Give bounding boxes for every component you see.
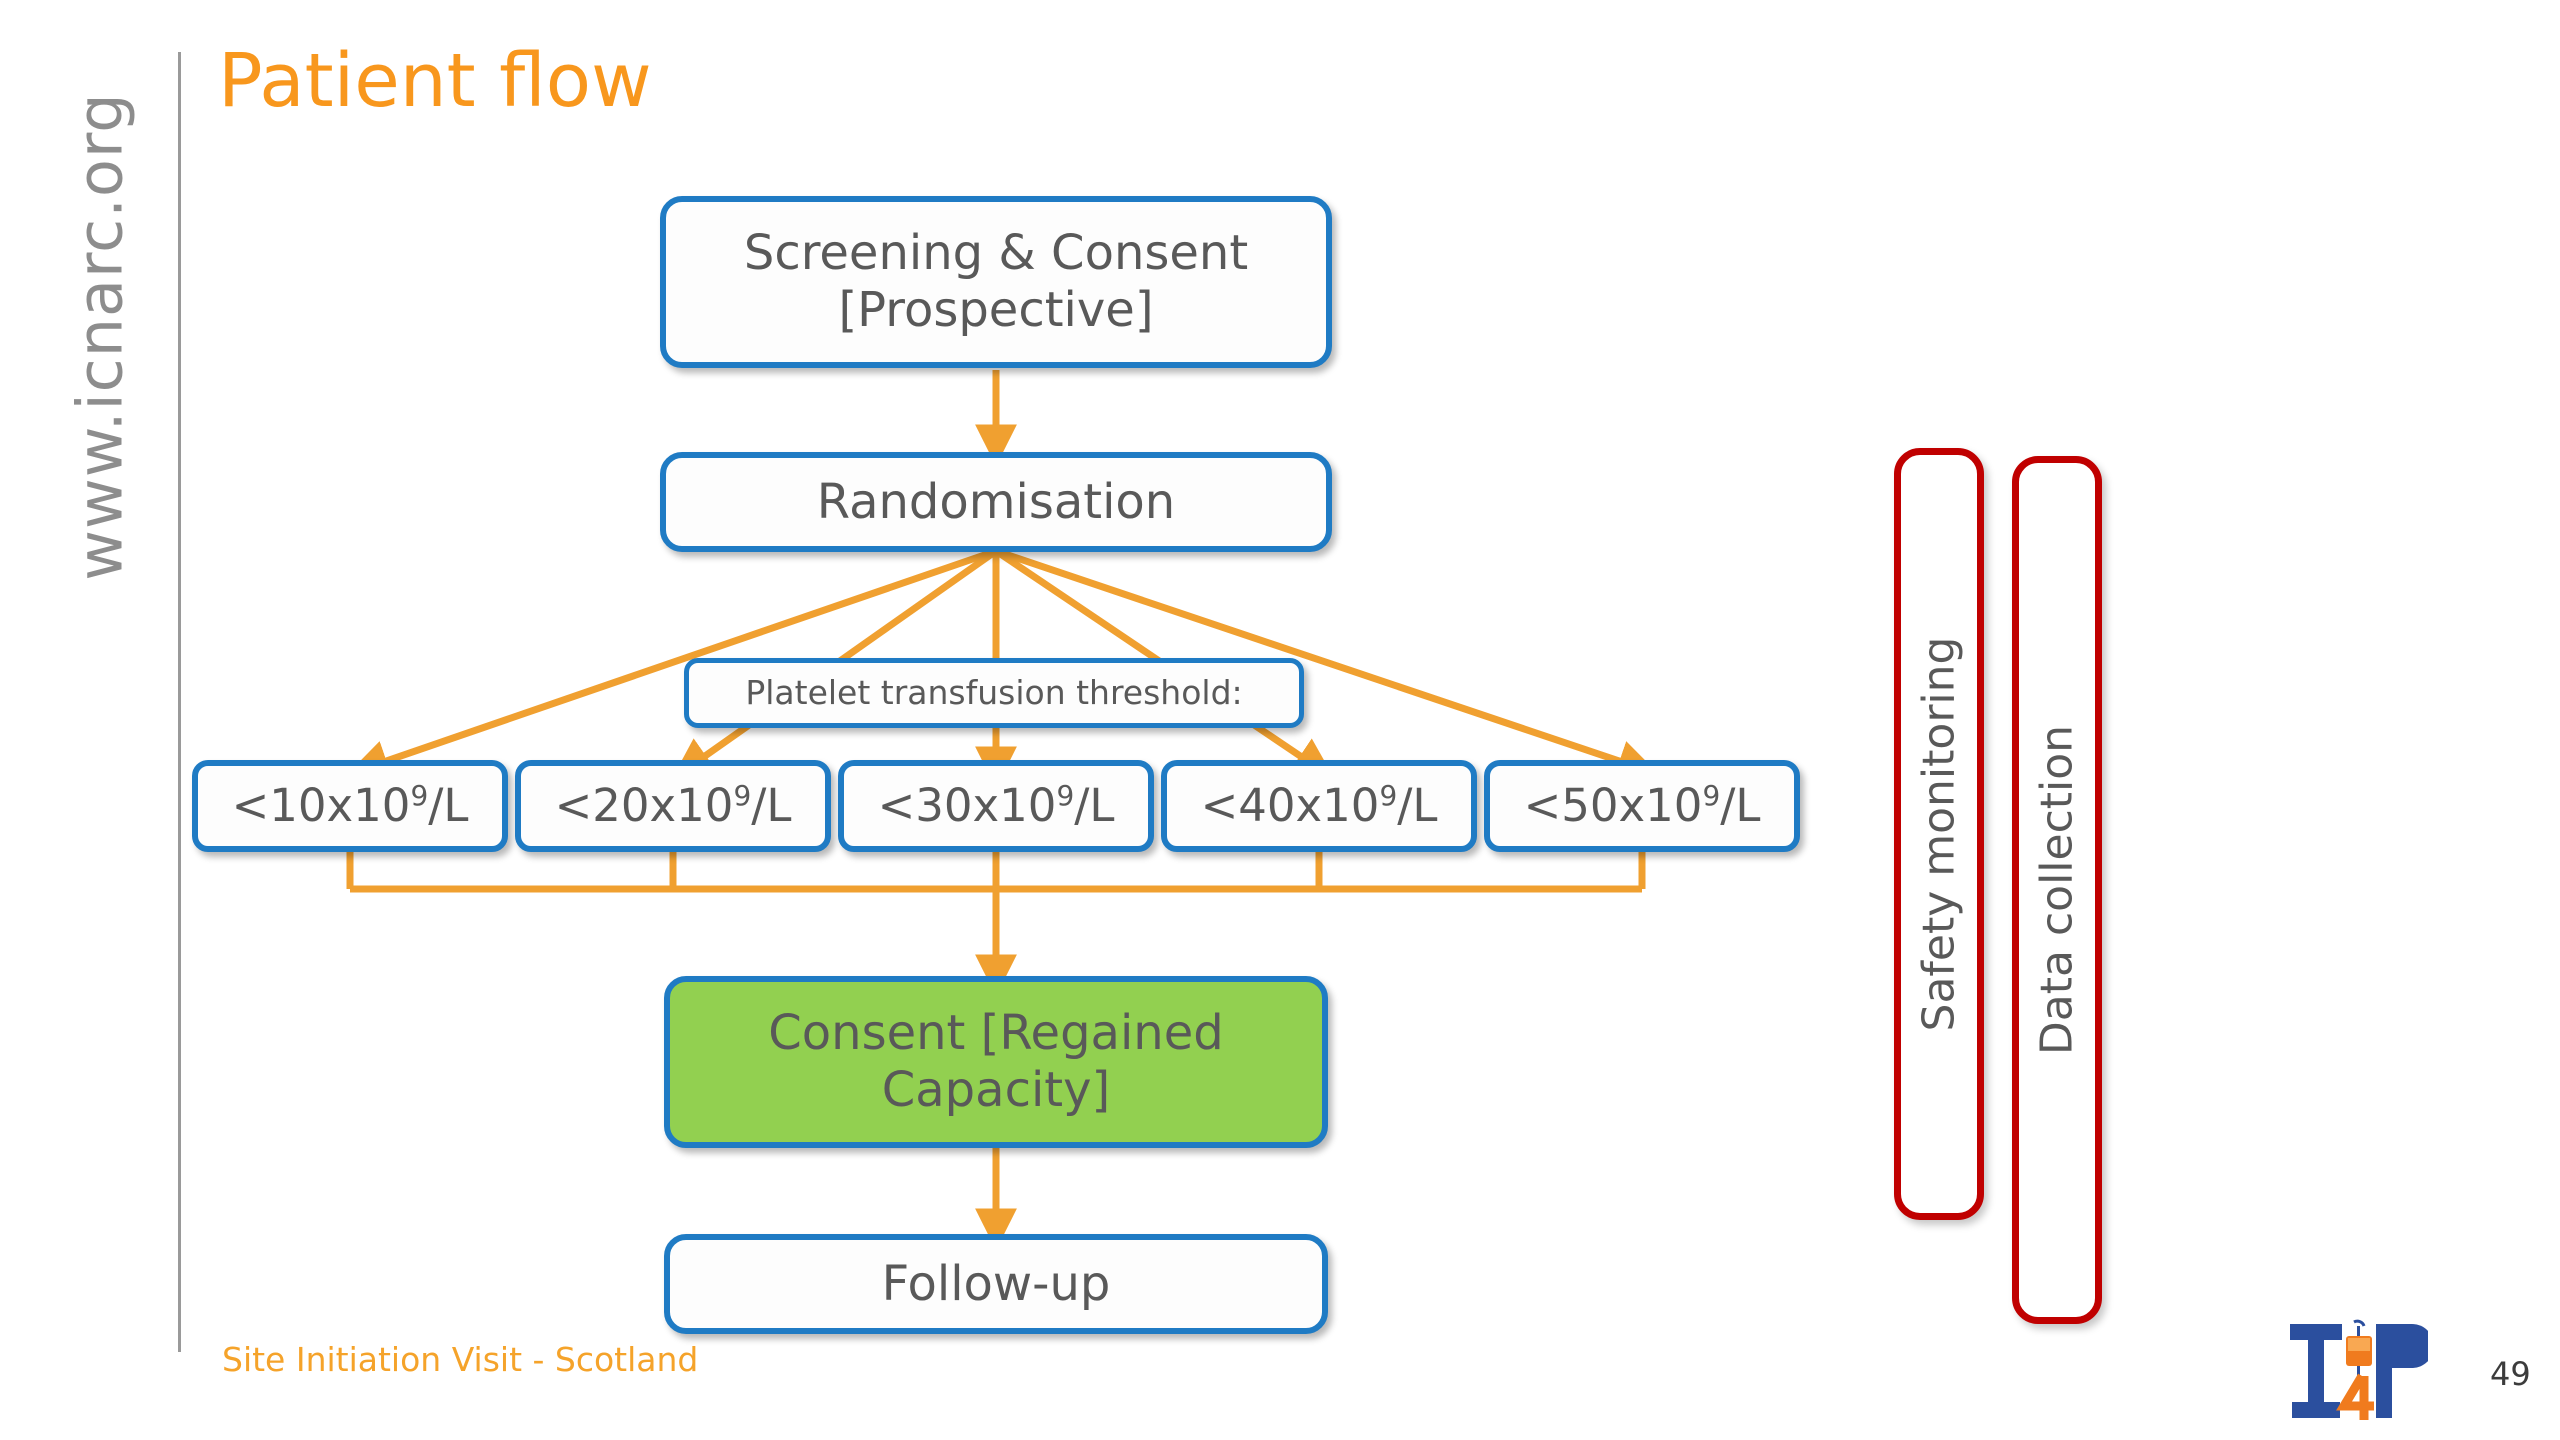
node-data-collection[interactable]: Data collection [2012,456,2102,1324]
threshold-50-suffix: /L [1720,779,1761,833]
node-screening-line1: Screening & Consent [743,225,1249,282]
threshold-40-suffix: /L [1397,779,1438,833]
node-threshold-label[interactable]: Platelet transfusion threshold: [684,658,1304,728]
node-threshold-50[interactable]: <50x109/L [1484,760,1800,852]
threshold-50-exp: 9 [1702,779,1721,813]
threshold-20-suffix: /L [751,779,792,833]
node-randomisation-label: Randomisation [816,473,1176,530]
threshold-10-suffix: /L [428,779,469,833]
node-threshold-20[interactable]: <20x109/L [515,760,831,852]
threshold-label-text: Platelet transfusion threshold: [745,672,1243,712]
node-follow-up-label: Follow-up [881,1255,1111,1312]
threshold-20-exp: 9 [733,779,752,813]
node-follow-up[interactable]: Follow-up [664,1234,1328,1334]
page-number: 49 [2490,1355,2531,1393]
node-consent-line1: Consent [Regained [768,1005,1224,1062]
t4p-logo [2290,1319,2428,1420]
threshold-20-prefix: <20x10 [554,779,734,833]
node-threshold-30[interactable]: <30x109/L [838,760,1154,852]
data-collection-label: Data collection [2031,724,2083,1056]
threshold-30-suffix: /L [1074,779,1115,833]
threshold-40-exp: 9 [1379,779,1398,813]
node-screening-consent[interactable]: Screening & Consent [Prospective] [660,196,1332,368]
node-consent-line2: Capacity] [881,1062,1111,1118]
node-safety-monitoring[interactable]: Safety monitoring [1894,448,1984,1220]
node-consent-regained-capacity[interactable]: Consent [Regained Capacity] [664,976,1328,1148]
safety-monitoring-label: Safety monitoring [1913,636,1965,1032]
footer-text: Site Initiation Visit - Scotland [222,1340,699,1379]
threshold-10-exp: 9 [410,779,429,813]
threshold-30-exp: 9 [1056,779,1075,813]
threshold-10-prefix: <10x10 [231,779,411,833]
node-screening-line2: [Prospective] [838,282,1154,338]
threshold-50-prefix: <50x10 [1523,779,1703,833]
node-randomisation[interactable]: Randomisation [660,452,1332,552]
vertical-divider [178,52,181,1352]
node-threshold-40[interactable]: <40x109/L [1161,760,1477,852]
threshold-40-prefix: <40x10 [1200,779,1380,833]
node-threshold-10[interactable]: <10x109/L [192,760,508,852]
page-title: Patient flow [218,38,652,124]
threshold-30-prefix: <30x10 [877,779,1057,833]
